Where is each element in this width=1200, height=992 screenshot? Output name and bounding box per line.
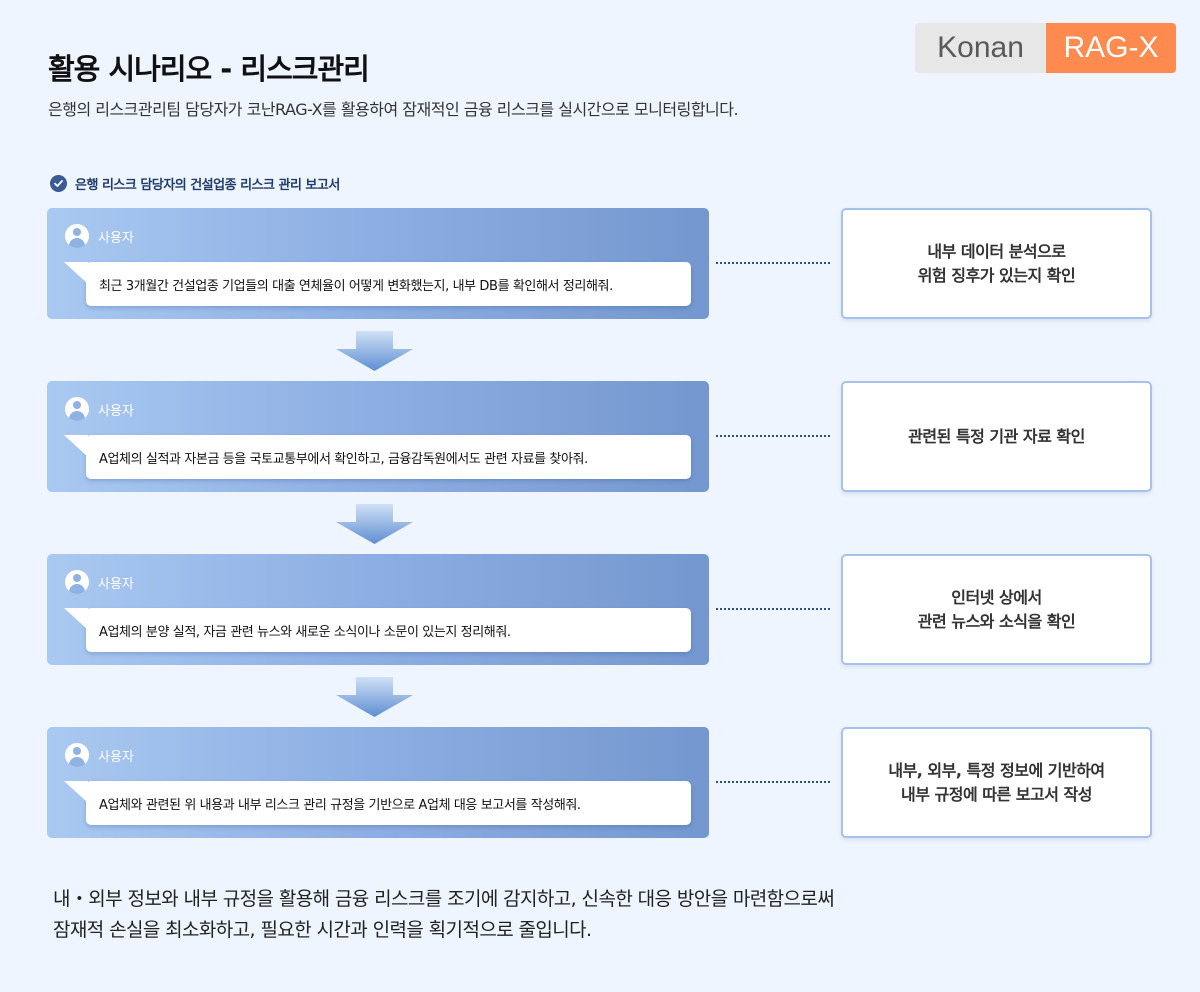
- query-bubble-3: A업체의 분양 실적, 자금 관련 뉴스와 새로운 소식이나 소문이 있는지 정…: [64, 608, 691, 652]
- result-card-2: 관련된 특정 기관 자료 확인: [841, 381, 1152, 492]
- user-avatar-icon: [65, 397, 89, 421]
- user-avatar-icon: [65, 224, 89, 248]
- user-avatar-icon: [65, 570, 89, 594]
- connector-dots-2: [716, 435, 830, 437]
- user-label: 사용자: [98, 576, 134, 592]
- user-row: 사용자: [65, 224, 134, 248]
- user-label: 사용자: [98, 230, 134, 246]
- section-label-text: 은행 리스크 담당자의 건설업종 리스크 관리 보고서: [75, 178, 340, 193]
- result-card-3: 인터넷 상에서 관련 뉴스와 소식을 확인: [841, 554, 1152, 665]
- down-arrow-icon: [336, 331, 413, 371]
- query-bubble-4: A업체와 관련된 위 내용과 내부 리스크 관리 규정을 기반으로 A업체 대응…: [64, 781, 691, 825]
- summary-line-1: 내・외부 정보와 내부 규정을 활용해 금융 리스크를 조기에 감지하고, 신속…: [53, 888, 835, 910]
- check-circle-icon: [50, 175, 67, 192]
- connector-dots-4: [716, 781, 830, 783]
- page-title: 활용 시나리오 - 리스크관리: [48, 52, 370, 86]
- brand-konan: Konan: [915, 23, 1046, 73]
- user-avatar-icon: [65, 743, 89, 767]
- step-card-3: 사용자 A업체의 분양 실적, 자금 관련 뉴스와 새로운 소식이나 소문이 있…: [47, 554, 709, 665]
- result-card-1: 내부 데이터 분석으로 위험 징후가 있는지 확인: [841, 208, 1152, 319]
- user-label: 사용자: [98, 749, 134, 765]
- summary-text: 내・외부 정보와 내부 규정을 활용해 금융 리스크를 조기에 감지하고, 신속…: [53, 884, 835, 946]
- down-arrow-icon: [336, 504, 413, 544]
- step-card-4: 사용자 A업체와 관련된 위 내용과 내부 리스크 관리 규정을 기반으로 A업…: [47, 727, 709, 838]
- step-card-1: 사용자 최근 3개월간 건설업종 기업들의 대출 연체율이 어떻게 변화했는지,…: [47, 208, 709, 319]
- step-card-2: 사용자 A업체의 실적과 자본금 등을 국토교통부에서 확인하고, 금융감독원에…: [47, 381, 709, 492]
- brand-ragx: RAG-X: [1046, 23, 1176, 73]
- user-row: 사용자: [65, 397, 134, 421]
- query-bubble-1: 최근 3개월간 건설업종 기업들의 대출 연체율이 어떻게 변화했는지, 내부 …: [64, 262, 691, 306]
- user-label: 사용자: [98, 403, 134, 419]
- user-row: 사용자: [65, 743, 134, 767]
- section-label: 은행 리스크 담당자의 건설업종 리스크 관리 보고서: [50, 174, 340, 193]
- down-arrow-icon: [336, 677, 413, 717]
- connector-dots-1: [716, 262, 830, 264]
- summary-line-2: 잠재적 손실을 최소화하고, 필요한 시간과 인력을 획기적으로 줄입니다.: [53, 919, 592, 941]
- query-bubble-2: A업체의 실적과 자본금 등을 국토교통부에서 확인하고, 금융감독원에서도 관…: [64, 435, 691, 479]
- result-card-4: 내부, 외부, 특정 정보에 기반하여 내부 규정에 따른 보고서 작성: [841, 727, 1152, 838]
- brand-logo: Konan RAG-X: [915, 23, 1176, 73]
- user-row: 사용자: [65, 570, 134, 594]
- page-subtitle: 은행의 리스크관리팀 담당자가 코난RAG-X를 활용하여 잠재적인 금융 리스…: [48, 100, 739, 119]
- connector-dots-3: [716, 608, 830, 610]
